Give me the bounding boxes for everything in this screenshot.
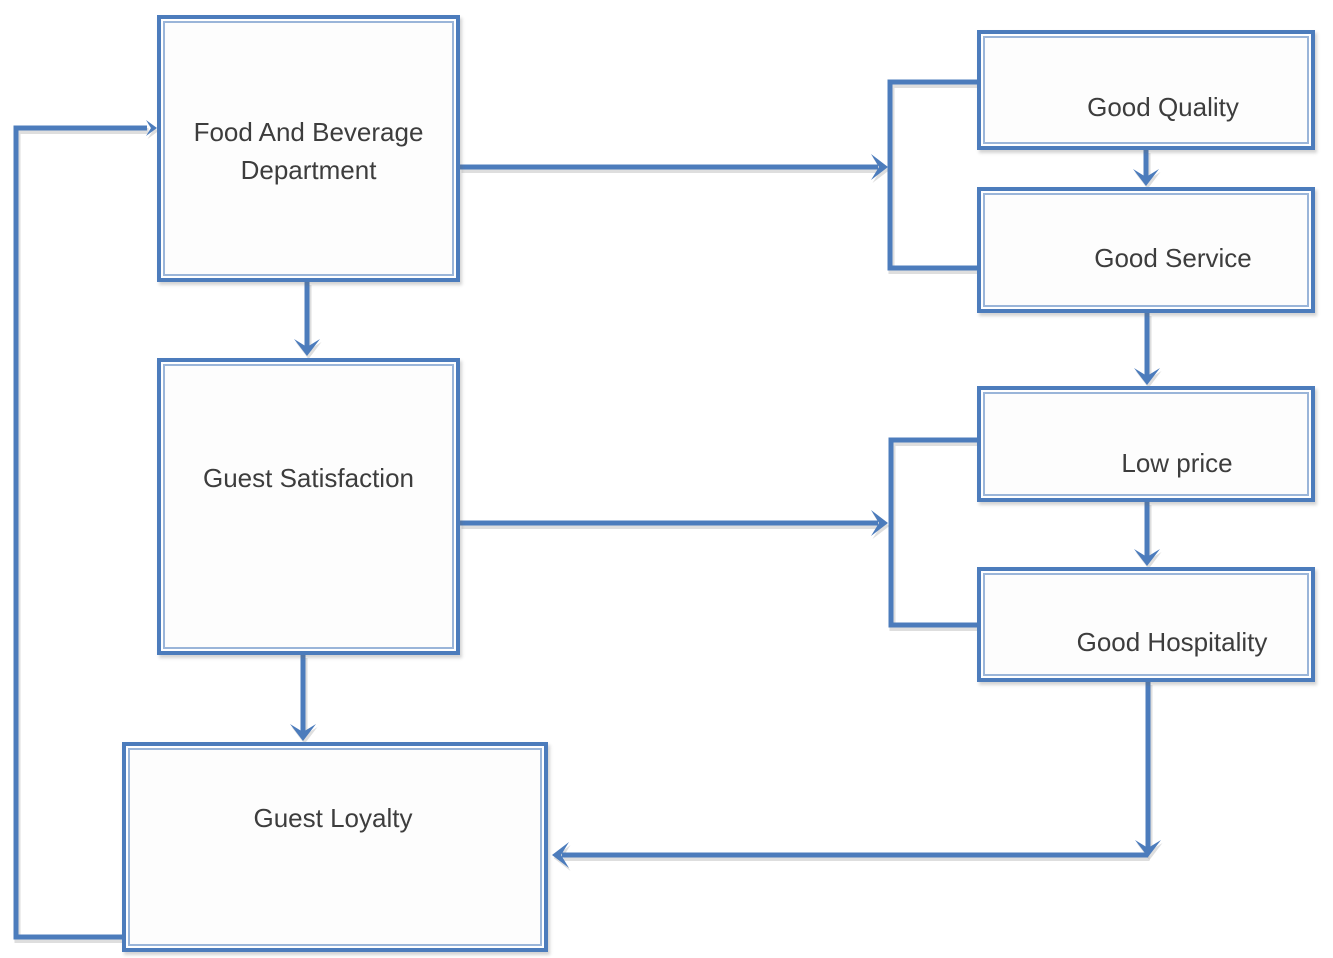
node-low-price: Low price [977,386,1315,502]
node-guest-loyalty-label: Guest Loyalty [253,802,413,833]
node-good-quality: Good Quality [977,30,1315,150]
label-line-1: Food And Beverage [193,116,424,147]
node-guest-loyalty: Guest Loyalty [122,742,548,952]
node-good-quality-label: Good Quality [1087,91,1239,122]
node-food-and-beverage-department-label: Food And Beverage Department [194,114,424,189]
node-guest-satisfaction-label: Guest Satisfaction [203,463,414,494]
node-good-hospitality-label: Good Hospitality [1076,627,1268,658]
node-good-service: Good Service [977,187,1315,313]
node-good-service-label: Good Service [1094,242,1252,273]
label-line-2: Department [240,154,377,185]
node-guest-satisfaction: Guest Satisfaction [157,358,460,655]
node-food-and-beverage-department: Food And Beverage Department [157,15,460,282]
node-low-price-label: Low price [1121,447,1233,478]
node-good-hospitality: Good Hospitality [977,567,1315,682]
